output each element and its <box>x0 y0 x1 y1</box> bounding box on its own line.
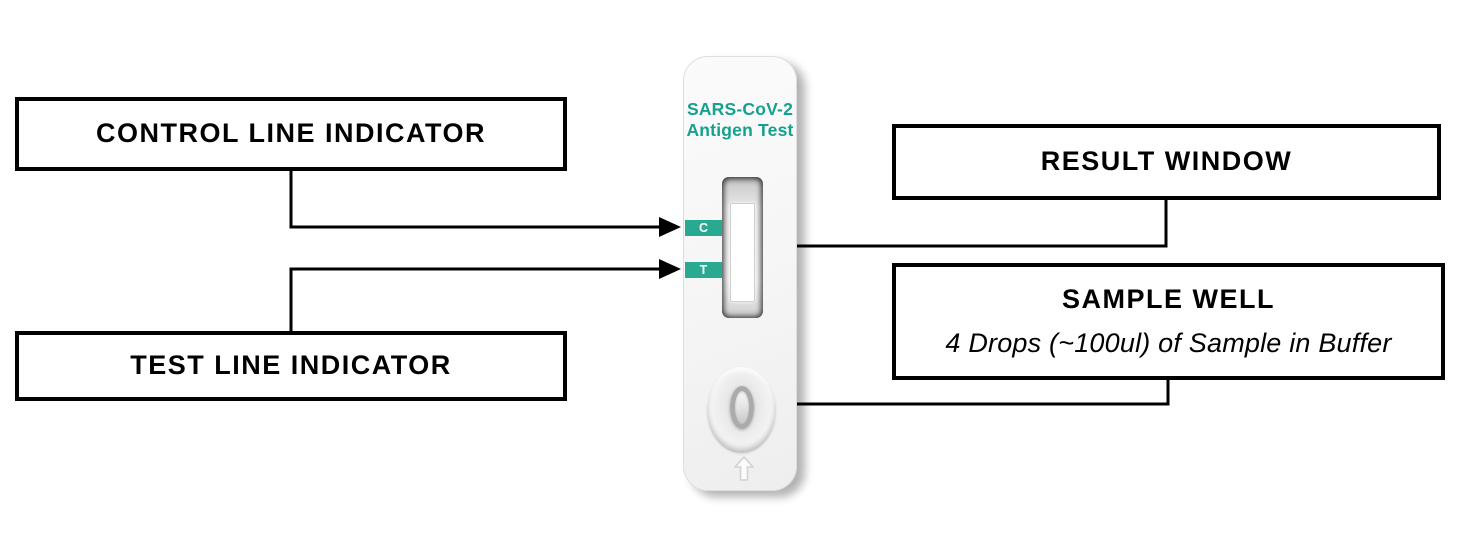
control-line-arrowhead-icon <box>659 217 681 237</box>
sample-well <box>707 367 776 453</box>
result-window <box>722 177 763 318</box>
cassette-title-line1: SARS-CoV-2 <box>686 99 794 119</box>
result-window-connector <box>777 198 1168 248</box>
test-line-marker: T <box>685 262 722 278</box>
test-line-connector <box>289 267 661 333</box>
sample-well-opening <box>730 386 754 429</box>
test-line-label-box: TEST LINE INDICATOR <box>15 331 567 401</box>
result-window-label-box: RESULT WINDOW <box>892 124 1441 200</box>
cassette-title: SARS-CoV-2 Antigen Test <box>684 99 796 141</box>
result-window-strip <box>730 203 755 302</box>
result-window-label: RESULT WINDOW <box>1040 146 1293 177</box>
test-line-label: TEST LINE INDICATOR <box>130 350 452 381</box>
orientation-up-arrow-icon <box>734 456 754 481</box>
sample-well-connector <box>777 378 1170 406</box>
cassette-title-line2: Antigen Test <box>686 120 794 140</box>
control-line-label-box: CONTROL LINE INDICATOR <box>15 97 567 171</box>
test-line-arrowhead-icon <box>659 259 681 279</box>
sample-well-sublabel: 4 Drops (~100ul) of Sample in Buffer <box>945 328 1392 358</box>
control-line-label: CONTROL LINE INDICATOR <box>96 118 486 149</box>
control-line-connector <box>289 169 661 229</box>
sample-well-label-box: SAMPLE WELL 4 Drops (~100ul) of Sample i… <box>892 263 1445 380</box>
control-line-marker: C <box>685 220 722 236</box>
test-cassette: SARS-CoV-2 Antigen Test C T <box>683 56 797 491</box>
sample-well-label: SAMPLE WELL <box>1062 283 1275 314</box>
